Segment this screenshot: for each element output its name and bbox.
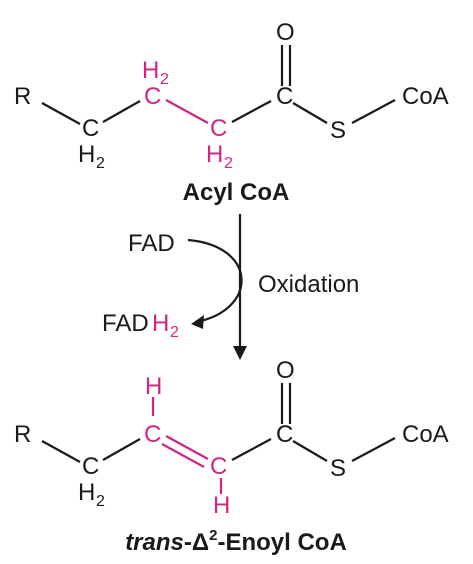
c3-h2-label: H 2 (206, 141, 233, 172)
enoyl-label-superscript: 2 (209, 527, 217, 544)
coa-group: CoA (402, 83, 449, 110)
fadh2-subscript: 2 (170, 324, 179, 341)
bond-c1-c2 (102, 100, 141, 123)
carbon-c1: C (82, 115, 99, 142)
acyl-coa-structure: R C H 2 H 2 C C H 2 O C S CoA Acyl CoA (14, 19, 449, 206)
sulfur-atom: S (330, 117, 346, 144)
carbon-c2: C (144, 83, 161, 110)
bond-c4-s (292, 440, 328, 462)
bond-c1-c2 (102, 438, 141, 461)
fad-label: FAD (128, 230, 175, 257)
sulfur-atom: S (330, 455, 346, 482)
fad-curved-arrow (187, 238, 243, 324)
acyl-coa-label: Acyl CoA (183, 179, 290, 206)
c1-h2-label: H 2 (78, 479, 105, 510)
fadh2-label: FAD H 2 (102, 310, 179, 341)
c2-h2-label: H 2 (142, 57, 169, 88)
bond-s-coa (351, 99, 396, 124)
carbon-c3: C (210, 453, 227, 480)
carbonyl-oxygen: O (276, 357, 295, 384)
carbonyl-oxygen: O (276, 19, 295, 46)
fadh2-prefix: FAD (102, 310, 149, 337)
c3-hydrogen: H (213, 492, 230, 519)
carbon-c3: C (210, 115, 227, 142)
c2-hydrogen: H (142, 57, 159, 84)
c1-hydrogen-subscript: 2 (96, 493, 105, 510)
enoyl-coa-magenta-bonds (151, 397, 223, 494)
bond-r-c1 (41, 102, 81, 125)
bond-c3-c4 (231, 438, 272, 461)
oxidation-label: Oxidation (258, 271, 359, 298)
carbon-c4-carbonyl: C (276, 83, 293, 110)
c1-h2-label: H 2 (78, 141, 105, 172)
enoyl-coa-structure: R C H 2 H C C H O C S CoA trans-Δ2-Enoyl… (14, 357, 449, 556)
r-group: R (14, 421, 31, 448)
double-bond-line-b (161, 443, 205, 468)
c2-hydrogen: H (145, 373, 162, 400)
double-bond-line-a (165, 435, 209, 460)
c1-hydrogen-subscript: 2 (96, 155, 105, 172)
bond-c2-c3 (165, 99, 209, 124)
coa-group: CoA (402, 421, 449, 448)
carbon-c1: C (82, 453, 99, 480)
acyl-coa-magenta-bonds (165, 99, 209, 124)
bond-s-coa (351, 437, 396, 462)
reaction-arrows: FAD FAD H 2 Oxidation (102, 214, 359, 360)
bond-r-c1 (41, 440, 81, 463)
enoyl-label-rest: -Enoyl CoA (217, 529, 346, 556)
enoyl-label-delta: Δ (192, 529, 209, 556)
c1-hydrogen: H (78, 141, 95, 168)
r-group: R (14, 83, 31, 110)
acyl-coa-bonds (41, 45, 396, 125)
c1-hydrogen: H (78, 479, 95, 506)
enoyl-label-trans: trans (125, 529, 184, 556)
c3-hydrogen: H (206, 141, 223, 168)
enoyl-coa-bonds (41, 383, 396, 463)
fadh2-hydrogen: H (152, 310, 169, 337)
c2-hydrogen-subscript: 2 (160, 71, 169, 88)
fad-curved-arrow-head (191, 315, 204, 329)
bond-c4-s (292, 102, 328, 124)
carbon-c2: C (144, 421, 161, 448)
bond-c3-c4 (231, 100, 272, 123)
c3-hydrogen-subscript: 2 (224, 155, 233, 172)
main-arrow-head (233, 346, 247, 360)
enoyl-coa-label: trans-Δ2-Enoyl CoA (125, 527, 347, 556)
enoyl-label-dash: - (184, 529, 192, 556)
carbon-c4-carbonyl: C (276, 421, 293, 448)
